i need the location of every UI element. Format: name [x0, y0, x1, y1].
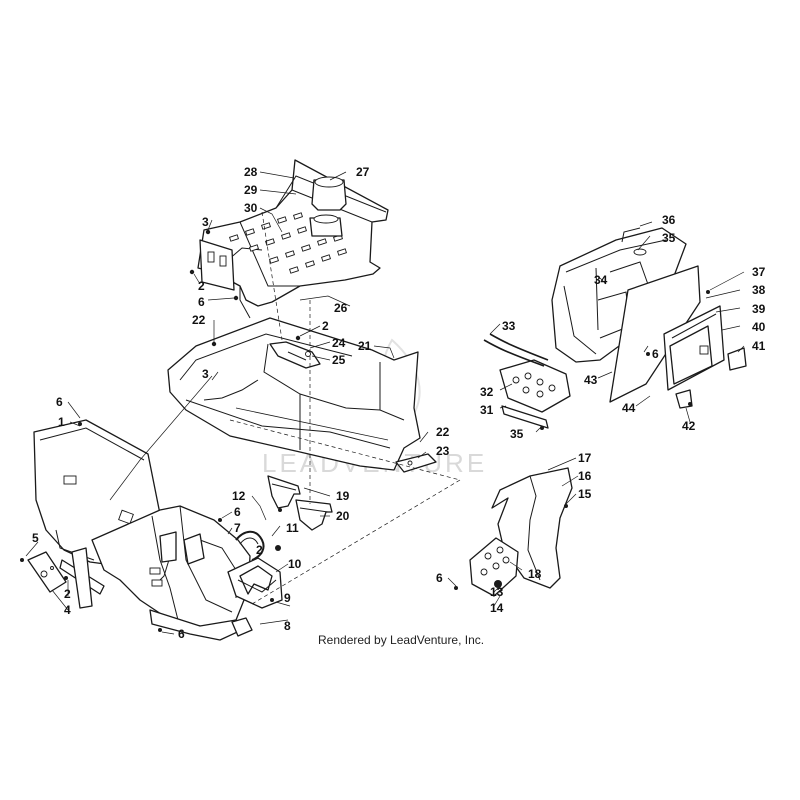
- callout-12: 12: [232, 489, 246, 503]
- skid-bracket: [483, 333, 571, 429]
- plate-4: [27, 551, 67, 593]
- callout-16: 16: [578, 469, 592, 483]
- callout-31: 31: [480, 403, 494, 417]
- callout-21: 21: [358, 339, 372, 353]
- callout-3-lower: 3: [202, 367, 209, 381]
- callout-7: 7: [234, 521, 241, 535]
- callout-17: 17: [578, 451, 592, 465]
- callout-25: 25: [332, 353, 346, 367]
- callout-22-lower: 22: [436, 425, 450, 439]
- callout-41: 41: [752, 339, 766, 353]
- callout-6-flap: 6: [436, 571, 443, 585]
- callout-36: 36: [662, 213, 676, 227]
- callout-24: 24: [332, 336, 346, 350]
- cable-12: [235, 530, 265, 561]
- callout-5: 5: [32, 531, 39, 545]
- callout-30: 30: [244, 201, 258, 215]
- callout-40: 40: [752, 320, 766, 334]
- callout-1: 1: [58, 415, 65, 429]
- tank-shield: [609, 265, 747, 409]
- callout-2-console: 2: [256, 543, 263, 557]
- callout-11: 11: [286, 521, 299, 535]
- fasteners: [20, 229, 692, 632]
- callout-9: 9: [284, 591, 291, 605]
- callout-32: 32: [480, 385, 494, 399]
- callout-14: 14: [490, 601, 504, 615]
- leader-lines: [25, 171, 745, 635]
- callout-4: 4: [64, 603, 71, 617]
- callout-10: 10: [288, 557, 302, 571]
- callout-3-upper: 3: [202, 215, 209, 229]
- callout-15: 15: [578, 487, 592, 501]
- floor-tub: [167, 317, 421, 471]
- callout-18: 18: [528, 567, 542, 581]
- callout-6-bottom: 6: [178, 627, 185, 641]
- callout-34: 34: [594, 273, 608, 287]
- callout-39: 39: [752, 302, 766, 316]
- callout-22-upper: 22: [192, 313, 206, 327]
- floor-holes: [229, 212, 347, 274]
- callout-2-upper: 2: [198, 279, 205, 293]
- callout-6-front: 6: [56, 395, 63, 409]
- callout-13: 13: [490, 585, 504, 599]
- center-console: [91, 505, 253, 641]
- callout-27: 27: [356, 165, 370, 179]
- callout-26: 26: [334, 301, 348, 315]
- callout-38: 38: [752, 283, 766, 297]
- callout-33: 33: [502, 319, 516, 333]
- callout-28: 28: [244, 165, 258, 179]
- callout-6-upper: 6: [198, 295, 205, 309]
- callout-2-plate: 2: [64, 587, 71, 601]
- bracket-23: [395, 453, 437, 473]
- render-credit: Rendered by LeadVenture, Inc.: [318, 633, 484, 647]
- callout-29: 29: [244, 183, 258, 197]
- callout-42: 42: [682, 419, 696, 433]
- callout-19: 19: [336, 489, 350, 503]
- callout-2-mid: 2: [322, 319, 329, 333]
- callout-35-tank: 35: [662, 231, 676, 245]
- callout-35-skid: 35: [510, 427, 524, 441]
- callout-23: 23: [436, 444, 450, 458]
- upper-floor-panel: [197, 159, 389, 319]
- callout-6-console: 6: [234, 505, 241, 519]
- callout-44: 44: [622, 401, 636, 415]
- callout-43: 43: [584, 373, 598, 387]
- alignment-lines: [109, 211, 461, 605]
- callout-labels: 28 29 30 27 3 2 6 22 26 2 24 25 21 3 22 …: [32, 165, 766, 641]
- support-brackets: [267, 475, 333, 531]
- shifter-plate: [227, 557, 283, 609]
- callout-37: 37: [752, 265, 766, 279]
- callout-6-tank: 6: [652, 347, 659, 361]
- callout-20: 20: [336, 509, 350, 523]
- callout-8: 8: [284, 619, 291, 633]
- mud-flap: [469, 467, 573, 597]
